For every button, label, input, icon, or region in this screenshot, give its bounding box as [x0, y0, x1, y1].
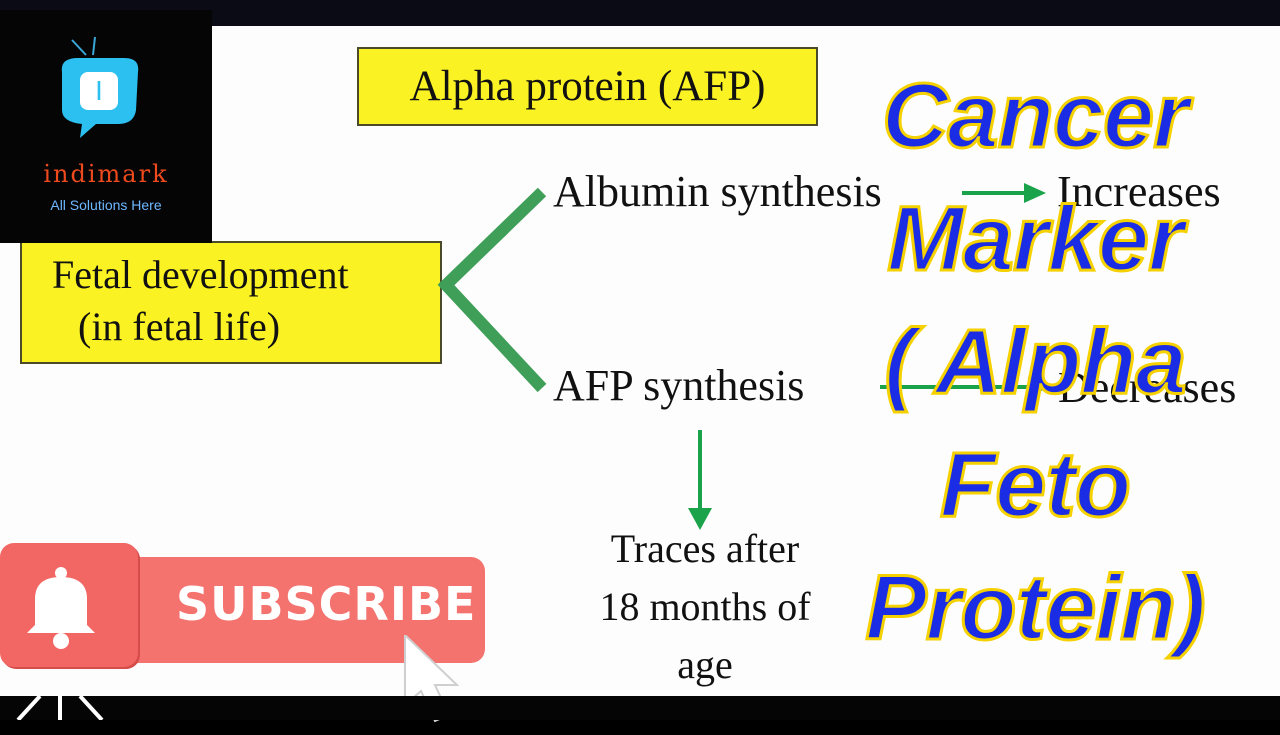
logo-letter: I [95, 77, 103, 107]
traces-line-2: 18 months of [599, 584, 811, 629]
afp-title-box: Alpha protein (AFP) [357, 47, 818, 126]
bottom-letterbox [0, 694, 1280, 722]
afp-synthesis-label: AFP synthesis [553, 361, 805, 410]
subscribe-button[interactable] [110, 557, 485, 663]
overlay-line-2: Marker [886, 187, 1186, 292]
fetal-development-box: Fetal development (in fetal life) [20, 241, 442, 364]
top-letterbox [0, 0, 1280, 26]
fetal-line-1: Fetal development [52, 252, 349, 297]
overlay-line-1: Cancer [881, 64, 1191, 169]
traces-text: Traces after 18 months of age [560, 520, 850, 694]
overlay-line-4: Feto [938, 433, 1132, 538]
bell-icon [27, 567, 95, 649]
tv-bubble-icon: I [61, 36, 139, 138]
bell-button[interactable] [0, 543, 138, 667]
afp-result-label: Decreases [1058, 363, 1237, 412]
logo-name: indimark [43, 160, 169, 188]
channel-logo: I indimark All Solutions Here [0, 10, 212, 243]
overlay-line-3: ( Alpha [883, 310, 1188, 415]
fetal-line-2: (in fetal life) [78, 304, 281, 349]
traces-line-3: age [677, 642, 733, 687]
cursor-icon [404, 635, 460, 723]
subscribe-label: SUBSCRIBE [176, 577, 477, 631]
overlay-line-5: Protein) [864, 556, 1208, 661]
albumin-result-label: Increases [1057, 167, 1221, 216]
albumin-synthesis-label: Albumin synthesis [553, 167, 882, 216]
traces-line-1: Traces after [610, 526, 800, 571]
subscribe-banner[interactable]: SUBSCRIBE [0, 543, 490, 723]
video-overlay-title: Cancer Marker ( Alpha Feto Protein) [830, 55, 1240, 670]
logo-tagline: All Solutions Here [50, 197, 162, 213]
afp-title-text: Alpha protein (AFP) [409, 63, 766, 110]
stand-icon [16, 694, 104, 722]
